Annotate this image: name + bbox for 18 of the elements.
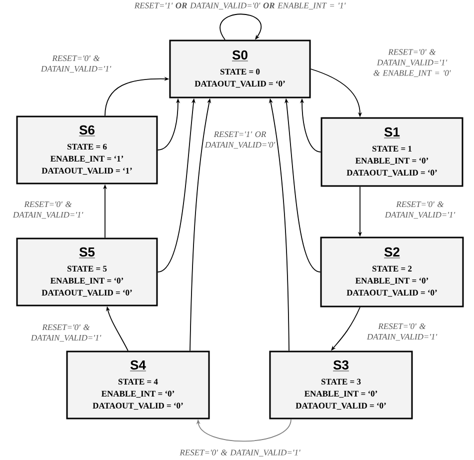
state-box: S4 STATE = 4 ENABLE_INT = ‘0’ DATAOUT_VALID = ‘0’ <box>66 350 210 420</box>
state-box: S2 STATE = 2 ENABLE_INT = ‘0’ DATAOUT_VALID = ‘0’ <box>320 236 464 308</box>
edge-label: RESET='0' & DATAIN_VALID='1' & ENABLE_INT = '0' <box>374 49 451 77</box>
state-box: S0 STATE = 0 DATAOUT_VALID = ‘0’ <box>169 40 311 98</box>
edge-label: RESET='0' & DATAIN_VALID='1' <box>40 55 112 73</box>
arrow <box>196 418 292 442</box>
edge-label: RESET='0' & DATAIN_VALID='1' <box>30 324 102 342</box>
condition-label: RESET='1' OR DATAIN_VALID='0' <box>204 131 276 149</box>
edge-label: RESET='0' & DATAIN_VALID='1' <box>366 323 438 341</box>
state-box: S3 STATE = 3 ENABLE_INT = ‘0’ DATAOUT_VALID = ‘0’ <box>269 350 413 420</box>
edge-label: RESET='0' & DATAIN_VALID='1' <box>12 201 84 219</box>
state-box: S5 STATE = 5 ENABLE_INT = ‘0’ DATAOUT_VALID = ‘0’ <box>16 238 158 306</box>
arrow <box>220 14 262 40</box>
state-box: S1 STATE = 1 ENABLE_INT = ‘0’ DATAOUT_VALID = ‘0’ <box>320 117 464 187</box>
edge-label: RESET='0' & DATAIN_VALID='1' <box>180 450 300 456</box>
state-box: S6 STATE = 6 ENABLE_INT = ‘1’ DATAOUT_VALID = ‘1’ <box>16 116 158 184</box>
edge-label: RESET='0' & DATAIN_VALID='1' <box>384 201 456 219</box>
edge-label: RESET='1' OR DATAIN_VALID='0' OR ENABLE_INT = '1' <box>134 2 346 10</box>
